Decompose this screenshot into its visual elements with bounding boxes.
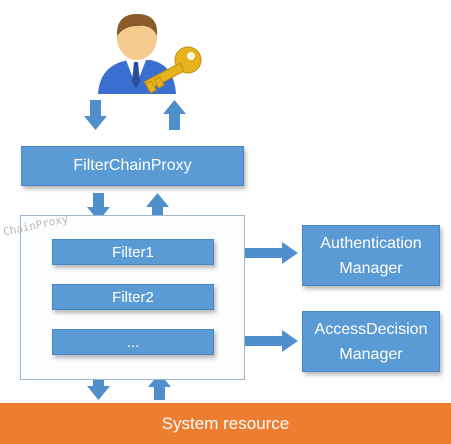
filter-label-1: Filter1 xyxy=(112,243,154,261)
authentication-manager-box: Authentication Manager xyxy=(302,225,440,286)
arrow-up-resource xyxy=(148,373,171,400)
arrow-up-proxy xyxy=(146,193,169,221)
filter-box-2: Filter2 xyxy=(52,284,214,310)
filterchainproxy-label: FilterChainProxy xyxy=(73,157,192,174)
filter-label-3: ... xyxy=(126,333,140,351)
arrow-down-proxy xyxy=(87,193,110,221)
accessdecision-manager-line1: AccessDecision xyxy=(314,320,428,338)
user-key-icon xyxy=(98,14,202,94)
accessdecision-manager-box: AccessDecision Manager xyxy=(302,311,440,372)
authentication-manager-line1: Authentication xyxy=(320,234,422,252)
system-resource-label: System resource xyxy=(161,413,290,433)
filter-box-3: ... xyxy=(52,329,214,355)
system-resource-bar: System resource xyxy=(0,403,451,444)
authentication-manager-line2: Manager xyxy=(339,259,403,277)
arrow-filter1-authentication xyxy=(215,242,298,264)
arrow-down-request xyxy=(84,100,107,130)
arrow-up-response xyxy=(163,100,186,130)
filter-label-2: Filter2 xyxy=(112,288,154,306)
filterchainproxy-box: FilterChainProxy xyxy=(21,146,244,186)
filter-box-1: Filter1 xyxy=(52,239,214,265)
arrow-down-resource xyxy=(87,373,110,400)
arrow-filter3-accessdecision xyxy=(215,330,298,352)
accessdecision-manager-line2: Manager xyxy=(339,345,403,363)
